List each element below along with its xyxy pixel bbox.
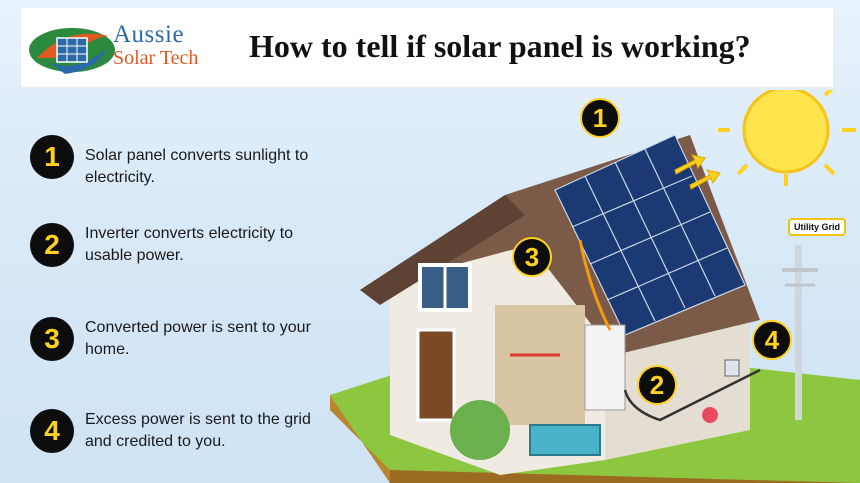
- house-drawing: [330, 85, 860, 483]
- page-title: How to tell if solar panel is working?: [249, 28, 751, 64]
- step-text: Converted power is sent to your home.: [85, 319, 311, 358]
- utility-grid-label: Utility Grid: [788, 218, 847, 236]
- marker-inverter: 2: [637, 365, 677, 405]
- step-number-badge: 4: [30, 409, 74, 453]
- step-3: 3 Converted power is sent to your home.: [30, 317, 325, 361]
- sun-icon: [718, 85, 856, 186]
- marker-home-power: 3: [512, 237, 552, 277]
- step-number-badge: 3: [30, 317, 74, 361]
- step-text: Inverter converts electricity to usable …: [85, 225, 294, 264]
- marker-solar-panel: 1: [580, 98, 620, 138]
- logo-brand-line1: Aussie: [113, 21, 185, 48]
- header-banner: Aussie Solar Tech How to tell if solar p…: [21, 8, 833, 87]
- aussie-solar-tech-logo: [29, 28, 115, 74]
- logo-brand-line2: Solar Tech: [113, 47, 199, 69]
- step-text: Excess power is sent to the grid and cre…: [85, 411, 311, 450]
- step-1: 1 Solar panel converts sunlight to elect…: [30, 135, 355, 189]
- step-4: 4 Excess power is sent to the grid and c…: [30, 409, 325, 453]
- step-number-badge: 2: [30, 223, 74, 267]
- step-number-badge: 1: [30, 135, 74, 179]
- marker-grid-export: 4: [752, 320, 792, 360]
- step-2: 2 Inverter converts electricity to usabl…: [30, 223, 340, 267]
- step-text: Solar panel converts sunlight to electri…: [85, 147, 309, 186]
- house-illustration: 1 3 2 4 Utility Grid: [330, 85, 860, 483]
